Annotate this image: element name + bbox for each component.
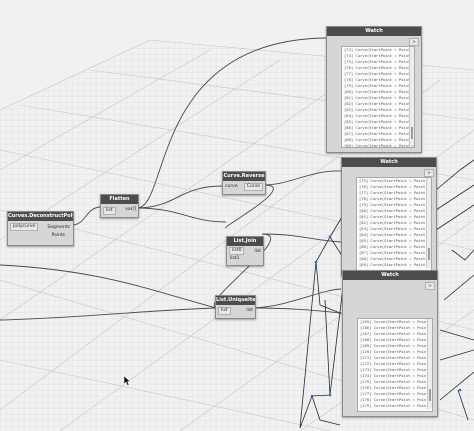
watch-list-item: [75] Curve(StartPoint = Point(X = — [359, 178, 432, 183]
watch-1-list[interactable]: [73] Curve(StartPoint = Point(X =[74] Cu… — [341, 46, 415, 148]
deconstruct-polycurve-node[interactable]: Curves.DeconstructPolyCurve polycurve Se… — [7, 211, 74, 246]
watch-list-item: [168] Curve(StartPoint = Point(X — [360, 337, 433, 342]
watch-list-item: [166] Curve(StartPoint = Point(X — [360, 325, 433, 330]
watch-2-scroll-thumb[interactable] — [428, 248, 430, 260]
curve-input-port[interactable]: curve — [225, 184, 238, 189]
watch-list-item: [177] Curve(StartPoint = Point(X — [360, 391, 433, 396]
watch-list-item: [171] Curve(StartPoint = Point(X — [360, 355, 433, 360]
watch-list-item: [79] Curve(StartPoint = Point(X = — [344, 83, 415, 88]
list-join-node[interactable]: List.Join list0 list1 list — [226, 236, 264, 266]
watch-list-item: [89] Curve(StartPoint = Point(X = — [359, 262, 432, 267]
watch-list-item: [78] Curve(StartPoint = Point(X = — [359, 196, 432, 201]
watch-list-item: [174] Curve(StartPoint = Point(X — [360, 373, 433, 378]
watch-list-item: [84] Curve(StartPoint = Point(X = — [344, 113, 415, 118]
list-join-title: List.Join — [227, 237, 263, 246]
watch-list-item: [76] Curve(StartPoint = Point(X = — [359, 184, 432, 189]
watch-1-scroll-thumb[interactable] — [411, 127, 413, 139]
watch-list-item: [79] Curve(StartPoint = Point(X = — [359, 202, 432, 207]
watch-list-item: [75] Curve(StartPoint = Point(X = — [344, 59, 415, 64]
watch-list-item: [167] Curve(StartPoint = Point(X — [360, 331, 433, 336]
curve-output-port[interactable]: Curve — [243, 183, 263, 191]
segments-output-port[interactable]: Segments — [47, 225, 70, 230]
watch-list-item: [73] Curve(StartPoint = Point(X = — [344, 47, 415, 52]
watch-2-title: Watch — [342, 158, 436, 167]
watch-list-item: [86] Curve(StartPoint = Point(X = — [359, 244, 432, 249]
watch-list-item: [179] Curve(StartPoint = Point(X — [360, 403, 433, 408]
watch-list-item: [172] Curve(StartPoint = Point(X — [360, 361, 433, 366]
watch-list-item: [76] Curve(StartPoint = Point(X = — [344, 65, 415, 70]
unique-list-output-port[interactable]: list — [246, 308, 253, 313]
watch-list-item: [88] Curve(StartPoint = Point(X = — [344, 137, 415, 142]
watch-list-item: [80] Curve(StartPoint = Point(X = — [344, 89, 415, 94]
watch-list-item: [178] Curve(StartPoint = Point(X — [360, 397, 433, 402]
watch-3-scrollbar[interactable] — [427, 319, 432, 409]
flatten-var-output-port[interactable]: var[] — [125, 207, 136, 212]
watch-list-item: [87] Curve(StartPoint = Point(X = — [344, 131, 415, 136]
watch-list-item: [86] Curve(StartPoint = Point(X = — [344, 125, 415, 130]
watch-list-item: [78] Curve(StartPoint = Point(X = — [344, 77, 415, 82]
curve-reverse-node[interactable]: Curve.Reverse curve Curve — [222, 171, 266, 195]
points-output-port[interactable]: Points — [51, 233, 65, 238]
list-unique-items-node[interactable]: List.UniqueItems list list — [215, 295, 256, 319]
list-unique-items-title: List.UniqueItems — [216, 296, 255, 305]
watch-list-item: [176] Curve(StartPoint = Point(X — [360, 385, 433, 390]
watch-list-item: [165] Curve(StartPoint = Point(X — [360, 319, 433, 324]
watch-list-item: [88] Curve(StartPoint = Point(X = — [359, 256, 432, 261]
arrow-cursor-icon — [124, 376, 131, 386]
watch-3-title: Watch — [343, 271, 437, 280]
watch-3-output-port[interactable]: > — [425, 282, 435, 290]
watch-2-output-port[interactable]: > — [424, 169, 434, 177]
watch-list-item: [77] Curve(StartPoint = Point(X = — [359, 190, 432, 195]
watch-list-item: [87] Curve(StartPoint = Point(X = — [359, 250, 432, 255]
unique-list-input-port[interactable]: list — [218, 307, 231, 315]
connector-wires — [0, 37, 342, 321]
watch-list-item: [170] Curve(StartPoint = Point(X — [360, 349, 433, 354]
list1-input-port[interactable]: list1 — [230, 256, 240, 261]
watch-list-item: [89] Curve(StartPoint = Point(X = — [344, 143, 415, 148]
flatten-title: Flatten — [101, 195, 138, 204]
flatten-node[interactable]: Flatten list var[] — [100, 194, 139, 218]
watch-2-list[interactable]: [75] Curve(StartPoint = Point(X =[76] Cu… — [356, 177, 432, 271]
watch-list-item: [81] Curve(StartPoint = Point(X = — [359, 214, 432, 219]
watch-list-item: [82] Curve(StartPoint = Point(X = — [344, 101, 415, 106]
flatten-list-input-port[interactable]: list — [103, 207, 116, 215]
watch-list-item: [83] Curve(StartPoint = Point(X = — [359, 226, 432, 231]
watch-list-item: [82] Curve(StartPoint = Point(X = — [359, 220, 432, 225]
watch-list-item: [81] Curve(StartPoint = Point(X = — [344, 95, 415, 100]
list0-input-port[interactable]: list0 — [229, 247, 245, 255]
deconstruct-polycurve-title: Curves.DeconstructPolyCurve — [8, 212, 73, 221]
watch-list-item: [85] Curve(StartPoint = Point(X = — [359, 238, 432, 243]
watch-list-item: [175] Curve(StartPoint = Point(X — [360, 379, 433, 384]
list-join-output-port[interactable]: list — [254, 249, 261, 254]
watch-node-2[interactable]: Watch > [75] Curve(StartPoint = Point(X … — [341, 157, 437, 276]
watch-list-item: [85] Curve(StartPoint = Point(X = — [344, 119, 415, 124]
watch-list-item: [83] Curve(StartPoint = Point(X = — [344, 107, 415, 112]
watch-list-item: [84] Curve(StartPoint = Point(X = — [359, 232, 432, 237]
watch-list-item: [80] Curve(StartPoint = Point(X = — [359, 208, 432, 213]
watch-3-scroll-thumb[interactable] — [429, 389, 431, 401]
watch-1-title: Watch — [327, 27, 421, 36]
curve-reverse-title: Curve.Reverse — [223, 172, 265, 181]
watch-list-item: [74] Curve(StartPoint = Point(X = — [344, 53, 415, 58]
watch-list-item: [77] Curve(StartPoint = Point(X = — [344, 71, 415, 76]
watch-list-item: [173] Curve(StartPoint = Point(X — [360, 367, 433, 372]
watch-list-item: [169] Curve(StartPoint = Point(X — [360, 343, 433, 348]
watch-3-list[interactable]: [165] Curve(StartPoint = Point(X[166] Cu… — [357, 318, 433, 412]
polycurve-input-port[interactable]: polycurve — [10, 223, 39, 231]
watch-1-scrollbar[interactable] — [409, 47, 414, 145]
watch-node-3[interactable]: Watch > [165] Curve(StartPoint = Point(X… — [342, 270, 438, 417]
watch-1-output-port[interactable]: > — [409, 38, 419, 46]
watch-2-scrollbar[interactable] — [426, 178, 431, 268]
watch-node-1[interactable]: Watch > [73] Curve(StartPoint = Point(X … — [326, 26, 422, 153]
